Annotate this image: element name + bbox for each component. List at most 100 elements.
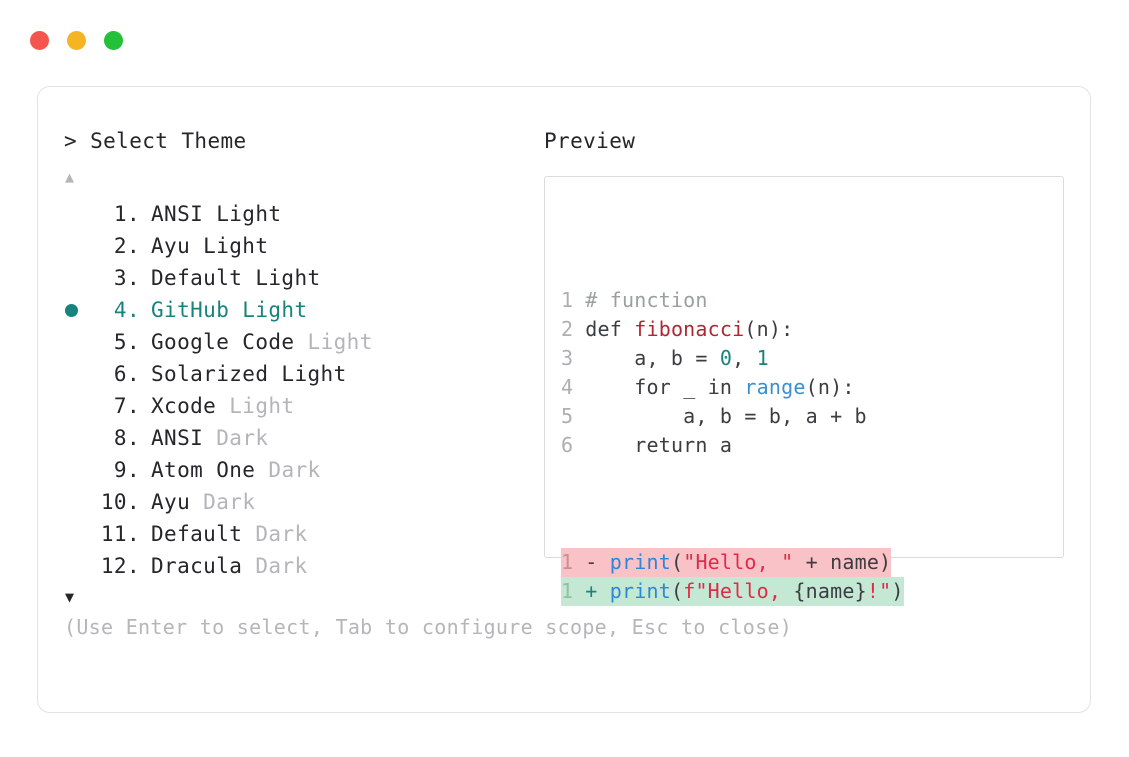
theme-item-index: 6.: [100, 362, 140, 386]
code-line: 6 return a: [561, 431, 904, 460]
gutter-space: [573, 346, 585, 370]
code-token: fibonacci: [634, 317, 745, 341]
code-token: print: [609, 579, 671, 603]
theme-item-name: Default Light: [151, 266, 321, 290]
theme-list-item[interactable]: 2. Ayu Light: [64, 230, 534, 262]
theme-item-name: Xcode: [151, 394, 217, 418]
theme-item-index: 9.: [100, 458, 140, 482]
theme-list-item[interactable]: 3. Default Light: [64, 262, 534, 294]
code-token: f"Hello,: [683, 579, 794, 603]
theme-list-item[interactable]: 6. Solarized Light: [64, 358, 534, 390]
code-token: # function: [585, 288, 708, 312]
theme-item-name: Google Code: [151, 330, 295, 354]
theme-list-item[interactable]: 5. Google Code Light: [64, 326, 534, 358]
code-token: (n):: [805, 375, 855, 399]
close-button[interactable]: [30, 31, 49, 50]
theme-list-item[interactable]: 10. Ayu Dark: [64, 486, 534, 518]
line-number: 6: [561, 433, 574, 457]
theme-item-name: GitHub Light: [151, 298, 308, 322]
theme-item-variant: Light: [216, 394, 295, 418]
code-line: 1 # function: [561, 286, 904, 315]
theme-item-name: Default: [151, 522, 243, 546]
theme-item-variant: Dark: [242, 522, 308, 546]
gutter-space: [573, 288, 585, 312]
selection-indicator-cell: [64, 303, 94, 317]
theme-item-name: ANSI: [151, 426, 204, 450]
theme-item-name: Atom One: [151, 458, 256, 482]
code-token: ): [891, 579, 904, 603]
code-token: [732, 375, 744, 399]
code-token: "Hello, ": [683, 550, 794, 574]
code-token: !": [866, 579, 892, 603]
gutter-space: [573, 317, 585, 341]
theme-selector-card: > Select Theme ▲ 1. ANSI Light 2. Ayu Ligh…: [37, 86, 1091, 713]
code-token: return: [634, 433, 708, 457]
code-line: 2 def fibonacci(n):: [561, 315, 904, 344]
code-token: [585, 433, 634, 457]
code-token: [585, 375, 634, 399]
theme-item-index: 1.: [100, 202, 140, 226]
theme-item-index: 2.: [100, 234, 140, 258]
theme-list-item[interactable]: 11.Default Dark: [64, 518, 534, 550]
theme-list-item[interactable]: 8.ANSI Dark: [64, 422, 534, 454]
theme-item-variant: Dark: [242, 554, 308, 578]
line-number: 1: [561, 288, 574, 312]
code-token: a: [707, 433, 733, 457]
code-token: a, b = b, a + b: [585, 404, 867, 428]
diff-added-line: 1 + print(f"Hello, {name}!"): [561, 577, 904, 606]
theme-list-item[interactable]: 4. GitHub Light: [64, 294, 534, 326]
diff-sign: -: [573, 550, 610, 574]
code-token: (: [670, 550, 684, 574]
theme-item-index: 4.: [100, 298, 140, 322]
maximize-button[interactable]: [104, 31, 123, 50]
line-number: 2: [561, 317, 574, 341]
minimize-button[interactable]: [67, 31, 86, 50]
line-number: 1: [561, 579, 574, 603]
gutter-space: [573, 433, 585, 457]
theme-list-item[interactable]: 12. Dracula Dark: [64, 550, 534, 582]
preview-label: Preview: [544, 129, 636, 153]
theme-item-name: Ayu Light: [151, 234, 269, 258]
diff-body: 1 - print("Hello, " + name)1 + print(f"H…: [561, 548, 904, 606]
theme-item-index: 5.: [100, 330, 140, 354]
gutter-space: [573, 404, 585, 428]
theme-item-index: 3.: [100, 266, 140, 290]
diff-removed-line: 1 - print("Hello, " + name): [561, 548, 892, 577]
theme-item-index: 10.: [100, 490, 140, 514]
diff-row: 1 + print(f"Hello, {name}!"): [561, 577, 904, 606]
code-token: in: [707, 375, 733, 399]
code-token: range: [744, 375, 806, 399]
code-token: def: [585, 317, 635, 341]
theme-item-variant: Light: [294, 330, 373, 354]
keyboard-hint: (Use Enter to select, Tab to configure s…: [64, 615, 793, 639]
code-line: 5 a, b = b, a + b: [561, 402, 904, 431]
theme-item-name: ANSI Light: [151, 202, 282, 226]
page-title: > Select Theme: [64, 129, 247, 153]
code-token: print: [609, 550, 671, 574]
scroll-down-icon[interactable]: ▼: [65, 588, 75, 606]
code-token: 1: [756, 346, 769, 370]
code-line: 3 a, b = 0, 1: [561, 344, 904, 373]
code-token: for: [634, 375, 671, 399]
code-line: 4 for _ in range(n):: [561, 373, 904, 402]
theme-selector-panel: > Select Theme ▲ 1. ANSI Light 2. Ayu Ligh…: [64, 131, 534, 612]
line-number: 3: [561, 346, 574, 370]
theme-item-name: Ayu: [151, 490, 191, 514]
code-token: (n):: [744, 317, 794, 341]
theme-list-item[interactable]: 7. Xcode Light: [64, 390, 534, 422]
theme-list-item[interactable]: 9. Atom One Dark: [64, 454, 534, 486]
theme-item-variant: Dark: [255, 458, 321, 482]
theme-item-name: Dracula: [151, 554, 243, 578]
theme-item-index: 7.: [100, 394, 140, 418]
diff-sign: +: [573, 579, 610, 603]
theme-list-item[interactable]: 1. ANSI Light: [64, 198, 534, 230]
line-number: 4: [561, 375, 574, 399]
theme-item-variant: Dark: [190, 490, 256, 514]
theme-item-index: 12.: [100, 554, 140, 578]
line-number: 5: [561, 404, 574, 428]
scroll-up-icon[interactable]: ▲: [65, 168, 75, 186]
theme-item-name: Solarized Light: [151, 362, 347, 386]
